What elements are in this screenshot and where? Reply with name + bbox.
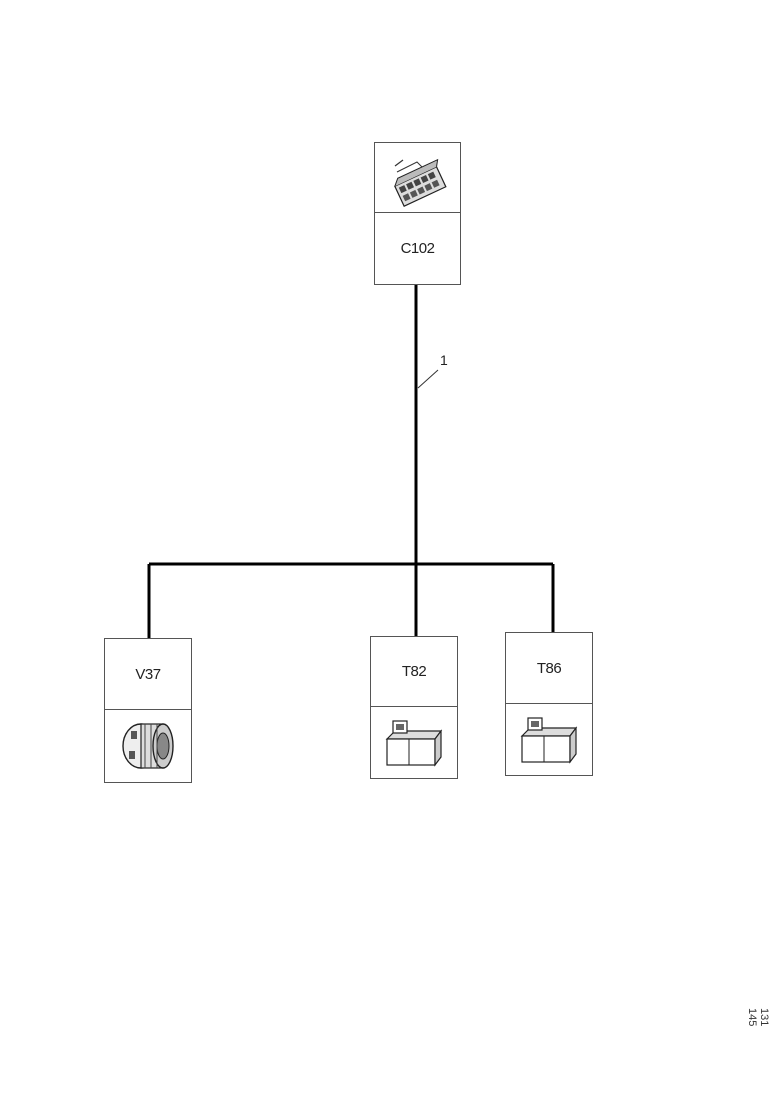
connector-t86[interactable]: T86 <box>505 632 593 776</box>
wire-label-leader <box>417 369 439 389</box>
connector-t82[interactable]: T82 <box>370 636 458 779</box>
two-pin-connector-icon <box>371 707 457 778</box>
wire-number-label: 1 <box>440 352 448 368</box>
two-pin-connector-icon <box>506 704 592 775</box>
connector-c102[interactable]: C102 <box>374 142 461 285</box>
round-connector-icon <box>105 710 191 782</box>
connector-v37-label: V37 <box>105 639 191 710</box>
connector-c102-label: C102 <box>400 240 435 257</box>
reference-number: 131 145 <box>746 1008 770 1027</box>
connector-v37[interactable]: V37 <box>104 638 192 783</box>
connector-t82-label: T82 <box>371 637 457 707</box>
multi-pin-connector-icon <box>375 143 460 213</box>
connector-t86-label: T86 <box>506 633 592 704</box>
